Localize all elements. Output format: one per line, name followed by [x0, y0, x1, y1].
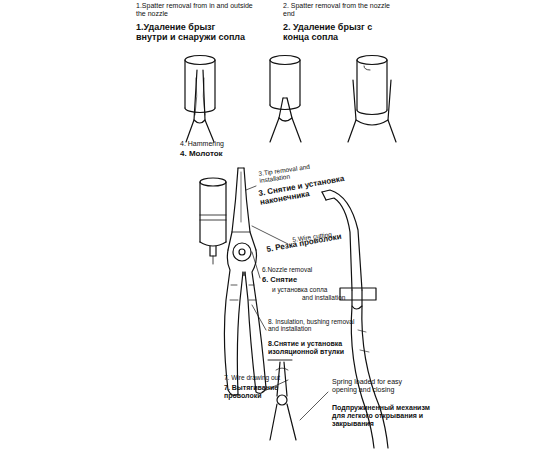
panel-inside-nozzle [185, 56, 215, 143]
caption-en: and installation [302, 294, 382, 301]
caption-en: Spring loaded for easy opening and closi… [332, 378, 412, 394]
caption-ru: 7. Вытягивание проволоки [224, 384, 294, 400]
caption-en: 8. Insulation, bushing removal and insta… [268, 318, 358, 333]
panel-nozzle-end [270, 56, 301, 143]
caption-ru: Подпружиненный механизм для легкого откр… [332, 404, 432, 427]
caption-en: и установка сопла [272, 286, 362, 293]
caption-ru: 6. Снятие [262, 276, 322, 284]
caption-en: 2. Spatter removal from the nozzle end [283, 2, 393, 18]
caption-en: 7. Wire drawing out [224, 374, 314, 381]
small-pliers [268, 360, 296, 440]
caption-ru: 4. Молоток [180, 150, 260, 159]
caption-ru: 8.Снятие и установка изоляционной втулки [268, 340, 358, 356]
caption-en: 1.Spatter removal from in and outside th… [136, 2, 256, 18]
caption-en: 4. Hammering [180, 140, 260, 148]
caption-ru: 1.Удаление брызг внутри и снаружи сопла [136, 22, 246, 42]
panel-outside-nozzle [348, 56, 396, 143]
hammer-nozzle [200, 178, 226, 264]
caption-ru: 2. Удаление брызг с конца сопла [283, 22, 393, 42]
caption-en: 6.Nozzle removal [262, 266, 332, 273]
